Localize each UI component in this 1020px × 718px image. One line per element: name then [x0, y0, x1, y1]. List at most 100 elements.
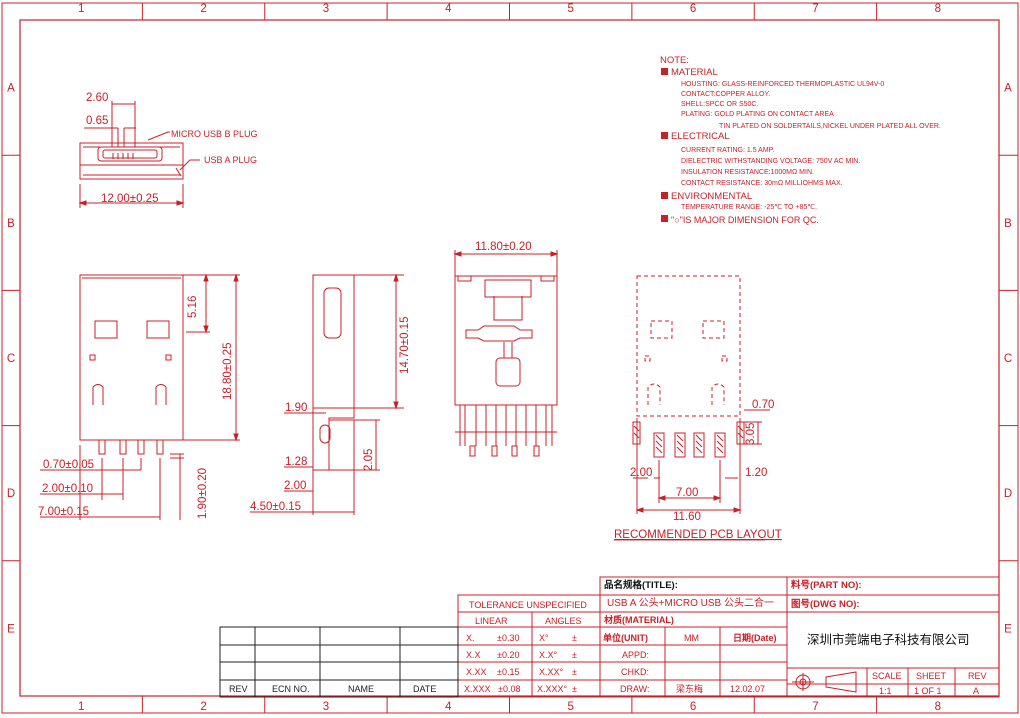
border-column-label: 4	[445, 701, 452, 713]
pcb-layout-view: 0.70 3.05 2.00 1.20 7.00 11.60 RECOMMEND…	[614, 275, 782, 541]
title-block: 品名规格(TITLE): USB A 公头+MICRO USB 公头二合一 材质…	[599, 576, 1000, 698]
rev-header: REV	[229, 684, 248, 694]
micro-usb-b-plug-label: MICRO USB B PLUG	[171, 129, 258, 139]
title-value: USB A 公头+MICRO USB 公头二合一	[607, 596, 774, 609]
tolerance-linear-value: ±0.30	[497, 633, 519, 643]
border-column-label: 1	[78, 3, 84, 15]
tolerance-heading: TOLERANCE UNSPECIFIED	[469, 600, 587, 610]
border-column-label: 6	[690, 701, 696, 713]
tolerance-angle-value: ±	[572, 667, 577, 677]
border-column-label: 8	[935, 3, 941, 15]
title-label: 品名规格(TITLE):	[604, 579, 678, 591]
pcb-layout-caption: RECOMMENDED PCB LAYOUT	[614, 529, 782, 541]
part-no-label: 料号(PART NO):	[791, 579, 862, 591]
border-row-label: B	[1004, 218, 1012, 230]
dim-1-90-side: 1.90	[285, 402, 307, 414]
border-column-label: 5	[567, 701, 573, 713]
border-row-label: C	[1004, 353, 1012, 365]
bullet-icon	[661, 192, 668, 199]
tolerance-angles-header: ANGLES	[545, 616, 582, 626]
material-line: HOUSTING: GLASS-REINFORCED THERMOPLASTIC…	[681, 81, 884, 88]
border-row-label: D	[1004, 488, 1012, 500]
back-view: 11.80±0.20	[453, 241, 559, 457]
revision-block: REV ECN NO. NAME DATE	[219, 626, 459, 698]
rev-label: REV	[968, 671, 987, 681]
dim-4-50: 4.50±0.15	[250, 501, 301, 513]
tolerance-angle-format: X.XXX°	[537, 684, 568, 694]
tolerance-angle-format: X.X°	[539, 650, 558, 660]
tolerance-angle-value: ±	[572, 633, 577, 643]
unit-value: MM	[684, 633, 699, 643]
environmental-line: TEMPERATURE RANGE: -25℃ TO +85℃.	[681, 204, 817, 211]
scale-label: SCALE	[872, 671, 902, 681]
border-row-label: C	[7, 353, 15, 365]
tolerance-linear-format: X.XXX	[464, 684, 491, 694]
material-label: 材质(MATERIAL)	[603, 614, 674, 625]
dim-0-70-pcb: 0.70	[752, 399, 774, 411]
border-column-label: 2	[200, 701, 206, 713]
electrical-line: DIELECTRIC WITHSTANDING VOLTAGE: 750V AC…	[681, 158, 860, 165]
material-heading: MATERIAL	[671, 67, 718, 78]
date-header: DATE	[413, 684, 436, 694]
dim-7-00: 7.00±0.15	[38, 506, 89, 518]
dim-1-20: 1.20	[745, 467, 767, 479]
bullet-icon	[661, 68, 668, 75]
electrical-line: INSULATION RESISTANCE:1000MΩ MIN.	[681, 169, 814, 176]
border-column-label: 6	[690, 3, 696, 15]
unit-label: 单位(UNIT)	[603, 632, 648, 643]
border-column-label: 1	[78, 701, 84, 713]
dim-2-00-pcb: 2.00	[630, 467, 652, 479]
rev-value: A	[973, 686, 979, 696]
draw-name: 梁东梅	[676, 683, 703, 694]
company-name: 深圳市莞端电子科技有限公司	[807, 632, 970, 647]
material-line: PLATING: GOLD PLATING ON CONTACT AREA	[681, 111, 834, 118]
tolerance-linear-header: LINEAR	[475, 616, 508, 626]
draw-date: 12.02.07	[730, 684, 765, 694]
date-label: 日期(Date)	[733, 632, 777, 643]
tolerance-linear-value: ±0.08	[498, 684, 520, 694]
tolerance-linear-value: ±0.15	[497, 667, 519, 677]
tolerance-linear-value: ±0.20	[497, 650, 519, 660]
electrical-line: CURRENT RATING: 1.5 AMP.	[681, 147, 774, 154]
side-view: 14.70±0.15 1.90 1.28 2.05 2.00 4.50±0.15	[250, 273, 411, 515]
dim-1-90: 1.90±0.20	[197, 468, 209, 519]
border-column-label: 8	[935, 701, 941, 713]
electrical-line: CONTACT RESISTANCE: 30mΩ MILLIOHMS MAX.	[681, 180, 843, 187]
dim-2-00-side: 2.00	[284, 480, 306, 492]
environmental-heading: ENVIRONMENTAL	[671, 191, 752, 202]
notes-block: NOTE: MATERIAL HOUSTING: GLASS-REINFORCE…	[660, 55, 941, 225]
dim-1-28: 1.28	[285, 456, 307, 468]
border-grid-ticks	[2, 3, 1018, 713]
dim-11-60: 11.60	[673, 511, 701, 523]
tolerance-linear-format: X.	[466, 633, 475, 643]
sheet-value: 1 OF 1	[914, 686, 942, 696]
material-line: CONTACT:COPPER ALLOY.	[681, 91, 770, 98]
tolerance-table: TOLERANCE UNSPECIFIED LINEAR ANGLES X. ±…	[457, 594, 601, 698]
dim-14-70: 14.70±0.15	[399, 317, 411, 374]
border-column-label: 7	[812, 701, 818, 713]
top-view: 2.60 0.65 12.00±0.25 MICRO USB B PLUG US…	[78, 92, 258, 208]
dim-18-80: 18.80±0.25	[222, 343, 234, 400]
tolerance-angle-format: X.XX°	[539, 667, 564, 677]
border-row-label: E	[7, 623, 15, 635]
border-row-label: A	[7, 83, 15, 95]
dim-3-05: 3.05	[745, 423, 757, 445]
draw-label: DRAW:	[620, 684, 650, 694]
border-column-label: 3	[323, 3, 329, 15]
dim-2-60: 2.60	[86, 92, 108, 104]
dwg-no-label: 图号(DWG NO):	[791, 599, 860, 610]
dim-2-05: 2.05	[363, 449, 375, 471]
dim-7-00-pcb: 7.00	[676, 487, 698, 499]
border-row-label: E	[1004, 623, 1012, 635]
dim-11-80: 11.80±0.20	[475, 241, 532, 253]
border-row-label: A	[1004, 83, 1012, 95]
dim-0-70: 0.70±0.05	[43, 459, 94, 471]
name-header: NAME	[348, 684, 374, 694]
border-column-label: 7	[812, 3, 818, 15]
ecn-no-header: ECN NO.	[272, 684, 310, 694]
dim-12-00: 12.00±0.25	[101, 193, 158, 205]
usb-a-plug-label: USB A PLUG	[204, 155, 257, 165]
dim-5-16: 5.16	[187, 296, 199, 318]
